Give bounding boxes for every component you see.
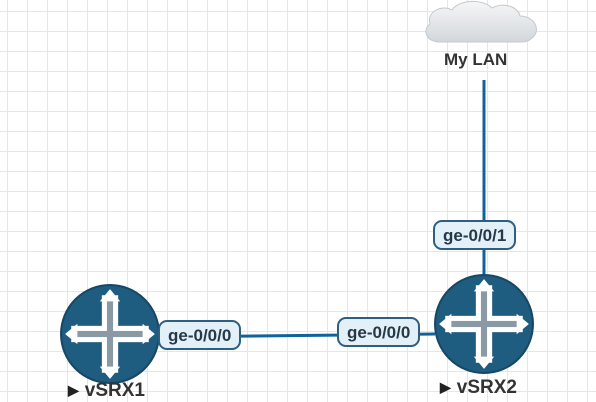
port-label-vsrx2-ge-0-0-1[interactable]: ge-0/0/1 <box>433 220 517 250</box>
expand-triangle-icon[interactable]: ▶ <box>68 382 79 398</box>
expand-triangle-icon[interactable]: ▶ <box>440 379 451 395</box>
device-label-vsrx2[interactable]: ▶ vSRX2 <box>440 377 517 399</box>
cloud-node-my-lan[interactable] <box>418 0 548 46</box>
device-name: vSRX2 <box>456 377 517 398</box>
router-node-vsrx2[interactable] <box>433 273 535 375</box>
router-icon <box>60 284 160 384</box>
router-icon <box>434 274 534 374</box>
device-label-vsrx1[interactable]: ▶ vSRX1 <box>68 380 145 402</box>
port-label-vsrx1-ge-0-0-0[interactable]: ge-0/0/0 <box>158 320 242 350</box>
device-name: vSRX1 <box>84 380 145 401</box>
router-node-vsrx1[interactable] <box>59 283 161 385</box>
port-label-vsrx2-ge-0-0-0[interactable]: ge-0/0/0 <box>337 317 421 347</box>
cloud-label: My LAN <box>444 50 508 69</box>
cloud-icon <box>425 1 537 43</box>
